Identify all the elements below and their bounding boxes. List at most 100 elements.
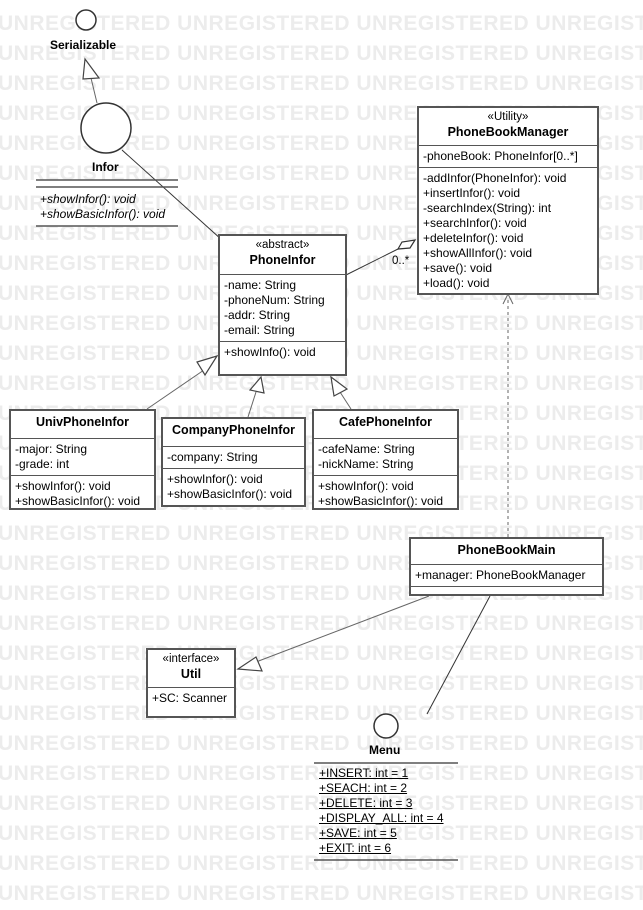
attributes-section: +SC: Scanner bbox=[148, 687, 234, 709]
class-name: PhoneBookManager bbox=[447, 125, 569, 139]
operation: -searchIndex(String): int bbox=[423, 201, 552, 215]
attribute: -grade: int bbox=[15, 457, 70, 471]
attributes-section: -phoneBook: PhoneInfor[0..*] bbox=[419, 145, 597, 167]
serializable-interface-icon[interactable] bbox=[75, 9, 97, 31]
menu-constant: +SEACH: int = 2 bbox=[319, 781, 408, 795]
operations-section bbox=[411, 586, 602, 593]
attributes-section: -company: String bbox=[163, 446, 304, 468]
watermark-row: UNREGISTERED UNREGISTERED UNREGISTERED U… bbox=[0, 762, 643, 785]
menu-constant: +DISPLAY_ALL: int = 4 bbox=[319, 811, 444, 825]
operation: +save(): void bbox=[423, 261, 493, 275]
menu-constant: +EXIT: int = 6 bbox=[319, 841, 392, 855]
operation: -addInfor(PhoneInfor): void bbox=[423, 171, 567, 185]
attributes-section: -major: String -grade: int bbox=[11, 438, 154, 475]
infor-phoneinfor-link bbox=[121, 149, 223, 241]
phoneinfor-manager-aggregation bbox=[345, 248, 399, 276]
menu-constant: +SAVE: int = 5 bbox=[319, 826, 397, 840]
phoneinfor-class[interactable]: «abstract» PhoneInfor -name: String -pho… bbox=[218, 234, 347, 376]
attribute: -phoneBook: PhoneInfor[0..*] bbox=[423, 149, 578, 163]
infor-operation: +showBasicInfor(): void bbox=[40, 207, 166, 221]
operation: +showInfo(): void bbox=[224, 345, 316, 359]
attribute: -email: String bbox=[224, 323, 295, 337]
operation: +showInfor(): void bbox=[15, 479, 111, 493]
class-name: Util bbox=[180, 667, 202, 681]
class-name: CafePhoneInfor bbox=[338, 415, 433, 429]
generalization-arrowhead-icon bbox=[248, 375, 265, 394]
operation: +showBasicInfor(): void bbox=[167, 487, 293, 501]
companyphoneinfor-class[interactable]: CompanyPhoneInfor -company: String +show… bbox=[161, 417, 306, 507]
watermark-row: UNREGISTERED UNREGISTERED UNREGISTERED U… bbox=[0, 702, 643, 725]
menu-label: Menu bbox=[369, 743, 401, 757]
infor-serializable-generalization bbox=[90, 77, 98, 104]
aggregation-diamond-icon bbox=[396, 239, 417, 250]
univphoneinfor-class[interactable]: UnivPhoneInfor -major: String -grade: in… bbox=[9, 409, 156, 510]
main-menu-link bbox=[426, 595, 491, 715]
generalization-arrowhead-icon bbox=[82, 57, 101, 80]
main-util-realization bbox=[255, 595, 430, 663]
attributes-section: -name: String -phoneNum: String -addr: S… bbox=[220, 274, 345, 341]
watermark-row: UNREGISTERED UNREGISTERED UNREGISTERED U… bbox=[0, 852, 643, 875]
multiplicity-label: 0..* bbox=[392, 255, 410, 267]
operation: +insertInfor(): void bbox=[423, 186, 521, 200]
watermark-row: UNREGISTERED UNREGISTERED UNREGISTERED U… bbox=[0, 72, 643, 95]
operations-section: +showInfor(): void +showBasicInfor(): vo… bbox=[314, 475, 457, 512]
cafephoneinfor-class[interactable]: CafePhoneInfor -cafeName: String -nickNa… bbox=[312, 409, 459, 510]
operation: +deleteInfor(): void bbox=[423, 231, 524, 245]
stereotype-label: «interface» bbox=[162, 653, 220, 665]
watermark-row: UNREGISTERED UNREGISTERED UNREGISTERED U… bbox=[0, 42, 643, 65]
attribute: -nickName: String bbox=[318, 457, 414, 471]
menu-object-icon[interactable] bbox=[373, 713, 399, 739]
infor-interface-icon[interactable] bbox=[80, 102, 132, 154]
attribute: +SC: Scanner bbox=[152, 691, 228, 705]
univ-generalization bbox=[146, 369, 205, 410]
phonebookmanager-class[interactable]: «Utility» PhoneBookManager -phoneBook: P… bbox=[417, 106, 599, 295]
operation: +load(): void bbox=[423, 276, 490, 290]
util-interface[interactable]: «interface» Util +SC: Scanner bbox=[146, 648, 236, 718]
class-name: UnivPhoneInfor bbox=[35, 415, 130, 429]
stereotype-label: «Utility» bbox=[487, 111, 529, 123]
phonebookmain-class[interactable]: PhoneBookMain +manager: PhoneBookManager bbox=[409, 537, 604, 596]
operations-section: +showInfor(): void +showBasicInfor(): vo… bbox=[11, 475, 154, 512]
class-name: PhoneBookMain bbox=[457, 543, 556, 557]
infor-operations: +showInfor(): void +showBasicInfor(): vo… bbox=[40, 192, 165, 222]
operations-section: +showInfo(): void bbox=[220, 341, 345, 363]
cafe-generalization bbox=[339, 391, 352, 410]
generalization-arrowhead-icon bbox=[236, 656, 263, 672]
operation: +showBasicInfor(): void bbox=[318, 494, 444, 508]
watermark-row: UNREGISTERED UNREGISTERED UNREGISTERED U… bbox=[0, 882, 643, 905]
watermark-row: UNREGISTERED UNREGISTERED UNREGISTERED U… bbox=[0, 672, 643, 695]
attributes-section: -cafeName: String -nickName: String bbox=[314, 438, 457, 475]
serializable-label: Serializable bbox=[50, 38, 117, 52]
class-name: CompanyPhoneInfor bbox=[172, 423, 295, 437]
menu-constant: +DELETE: int = 3 bbox=[319, 796, 413, 810]
menu-constant: +INSERT: int = 1 bbox=[319, 766, 409, 780]
generalization-arrowhead-icon bbox=[330, 375, 349, 397]
attribute: -cafeName: String bbox=[318, 442, 415, 456]
watermark-row: UNREGISTERED UNREGISTERED UNREGISTERED U… bbox=[0, 612, 643, 635]
watermark-row: UNREGISTERED UNREGISTERED UNREGISTERED U… bbox=[0, 642, 643, 665]
attribute: -company: String bbox=[167, 450, 258, 464]
infor-operation: +showInfor(): void bbox=[40, 192, 136, 206]
watermark-row: UNREGISTERED UNREGISTERED UNREGISTERED U… bbox=[0, 792, 643, 815]
attribute: -name: String bbox=[224, 278, 297, 292]
operations-section: +showInfor(): void +showBasicInfor(): vo… bbox=[163, 468, 304, 505]
operation: +showInfor(): void bbox=[167, 472, 263, 486]
operations-section: -addInfor(PhoneInfor): void +insertInfor… bbox=[419, 167, 597, 294]
generalization-arrowhead-icon bbox=[196, 354, 219, 377]
attribute: +manager: PhoneBookManager bbox=[415, 568, 586, 582]
stereotype-label: «abstract» bbox=[255, 239, 310, 251]
attribute: -major: String bbox=[15, 442, 88, 456]
operation: +showBasicInfor(): void bbox=[15, 494, 141, 508]
operation: +showInfor(): void bbox=[318, 479, 414, 493]
attributes-section: +manager: PhoneBookManager bbox=[411, 564, 602, 586]
watermark-layer: UNREGISTERED UNREGISTERED UNREGISTERED U… bbox=[0, 12, 643, 905]
watermark-row: UNREGISTERED UNREGISTERED UNREGISTERED U… bbox=[0, 12, 643, 35]
watermark-row: UNREGISTERED UNREGISTERED UNREGISTERED U… bbox=[0, 372, 643, 395]
watermark-row: UNREGISTERED UNREGISTERED UNREGISTERED U… bbox=[0, 732, 643, 755]
attribute: -addr: String bbox=[224, 308, 291, 322]
operation: +searchInfor(): void bbox=[423, 216, 527, 230]
company-generalization bbox=[247, 391, 257, 418]
watermark-row: UNREGISTERED UNREGISTERED UNREGISTERED U… bbox=[0, 822, 643, 845]
menu-attributes: +INSERT: int = 1 +SEACH: int = 2 +DELETE… bbox=[319, 766, 444, 856]
